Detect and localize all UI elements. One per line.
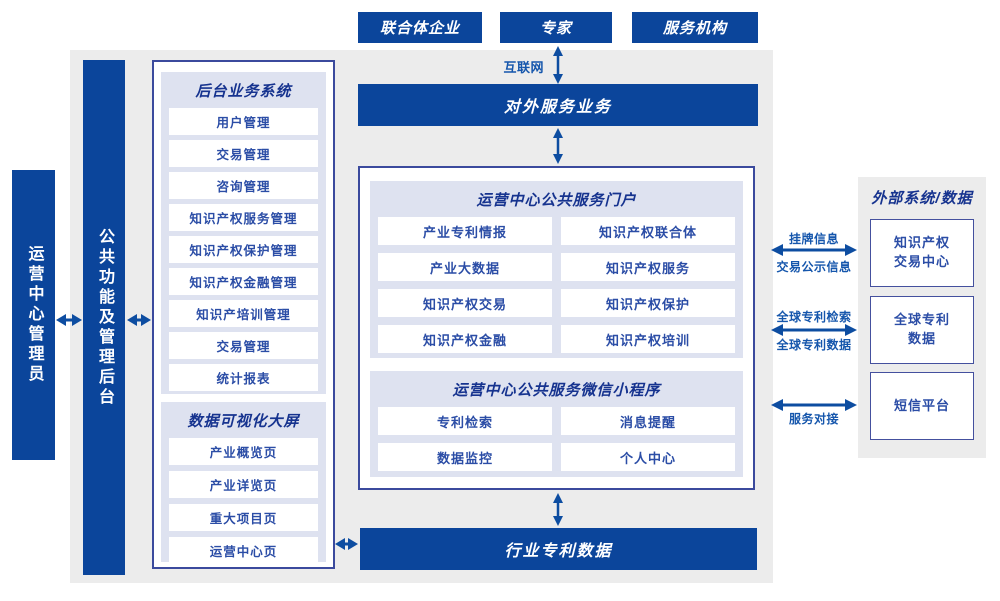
service-connect-label: 服务对接 — [788, 412, 839, 426]
global-patent-data-box: 全球专利 数据 — [870, 296, 974, 364]
list-item: 知识产权服务 — [561, 253, 735, 281]
internet-label: 互联网 — [503, 60, 544, 75]
public-service-container-box: 运营中心公共服务门户 产业专利情报 知识产权联合体 产业大数据 知识产权服务 知… — [358, 166, 755, 490]
actor-expert: 专家 — [500, 12, 612, 43]
external-service-bar: 对外服务业务 — [358, 84, 758, 126]
actor-consortium-label: 联合体企业 — [379, 20, 460, 37]
data-visualization-list: 产业概览页 产业详览页 重大项目页 运营中心页 — [161, 438, 326, 564]
external-systems-panel: 外部系统/数据 知识产权 交易中心 全球专利 数据 短信平台 — [858, 177, 986, 458]
list-item: 消息提醒 — [561, 407, 735, 435]
actor-service-agency: 服务机构 — [632, 12, 758, 43]
actor-consortium-enterprise: 联合体企业 — [358, 12, 482, 43]
list-item: 知识产权金融 — [378, 325, 552, 353]
list-item: 交易管理 — [169, 140, 318, 167]
list-item: 专利检索 — [378, 407, 552, 435]
list-item: 数据监控 — [378, 443, 552, 471]
list-item: 统计报表 — [169, 364, 318, 391]
global-patent-data-label: 全球专利数据 — [776, 338, 852, 352]
industry-patent-data-bar: 行业专利数据 — [360, 528, 757, 570]
list-item: 知识产培训管理 — [169, 300, 318, 327]
sms-platform-box: 短信平台 — [870, 372, 974, 440]
industry-patent-data-label: 行业专利数据 — [504, 543, 613, 560]
portal-grid: 产业专利情报 知识产权联合体 产业大数据 知识产权服务 知识产权交易 知识产权保… — [370, 217, 743, 353]
list-item: 知识产权联合体 — [561, 217, 735, 245]
backend-system-list: 用户管理 交易管理 咨询管理 知识产权服务管理 知识产权保护管理 知识产权金融管… — [161, 108, 326, 391]
list-item: 知识产权保护 — [561, 289, 735, 317]
data-visualization-title: 数据可视化大屏 — [187, 413, 300, 430]
public-function-backend-bar: 公共功能及管理后台 — [83, 60, 125, 575]
public-service-portal-panel: 运营中心公共服务门户 产业专利情报 知识产权联合体 产业大数据 知识产权服务 知… — [370, 181, 743, 358]
backend-bar-label: 公共功能及管理后台 — [96, 227, 113, 408]
global-patent-search-label: 全球专利检索 — [776, 310, 852, 324]
list-item: 个人中心 — [561, 443, 735, 471]
double-arrow-icon — [771, 324, 857, 336]
admin-bar-label: 运营中心管理员 — [25, 245, 43, 385]
miniprogram-grid: 专利检索 消息提醒 数据监控 个人中心 — [370, 407, 743, 471]
trade-publicity-label: 交易公示信息 — [776, 260, 852, 274]
list-item: 知识产权金融管理 — [169, 268, 318, 295]
wechat-miniprogram-panel: 运营中心公共服务微信小程序 专利检索 消息提醒 数据监控 个人中心 — [370, 371, 743, 477]
operation-center-admin-bar: 运营中心管理员 — [12, 170, 55, 460]
list-item: 用户管理 — [169, 108, 318, 135]
external-systems-title: 外部系统/数据 — [871, 190, 973, 207]
backend-system-panel: 后台业务系统 用户管理 交易管理 咨询管理 知识产权服务管理 知识产权保护管理 … — [161, 72, 326, 394]
list-item: 知识产权服务管理 — [169, 204, 318, 231]
external-service-label: 对外服务业务 — [503, 99, 612, 116]
list-item: 咨询管理 — [169, 172, 318, 199]
actor-agency-label: 服务机构 — [662, 20, 727, 37]
list-item: 知识产权保护管理 — [169, 236, 318, 263]
list-item: 知识产权交易 — [378, 289, 552, 317]
list-item: 重大项目页 — [169, 504, 318, 531]
listing-info-label: 挂牌信息 — [788, 232, 839, 246]
list-item: 产业专利情报 — [378, 217, 552, 245]
list-item: 知识产权培训 — [561, 325, 735, 353]
list-item: 产业详览页 — [169, 471, 318, 498]
miniprogram-title: 运营中心公共服务微信小程序 — [452, 382, 661, 399]
ip-trade-center-box: 知识产权 交易中心 — [870, 219, 974, 287]
actor-expert-label: 专家 — [539, 20, 572, 37]
list-item: 产业大数据 — [378, 253, 552, 281]
portal-title: 运营中心公共服务门户 — [476, 192, 637, 209]
list-item: 产业概览页 — [169, 438, 318, 465]
list-item: 交易管理 — [169, 332, 318, 359]
list-item: 运营中心页 — [169, 537, 318, 564]
backend-system-title: 后台业务系统 — [195, 83, 292, 100]
data-visualization-panel: 数据可视化大屏 产业概览页 产业详览页 重大项目页 运营中心页 — [161, 402, 326, 564]
backend-container-box: 后台业务系统 用户管理 交易管理 咨询管理 知识产权服务管理 知识产权保护管理 … — [152, 60, 335, 569]
